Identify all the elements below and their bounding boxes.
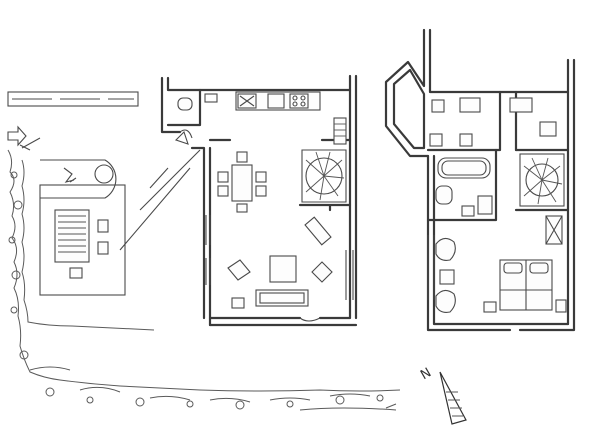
compass-hatch [446,391,463,417]
stove-icon [289,93,309,109]
garden-chair [97,241,109,255]
chair [539,121,557,137]
garden-line [19,137,41,151]
appliance-icon [267,93,285,109]
terrace-lines [119,149,201,251]
bedside-table [483,301,497,313]
bathtub [437,157,491,179]
ground-floor [160,74,358,327]
staircase [301,149,347,203]
garden-table-slats [58,215,86,253]
wall [208,316,358,327]
wall [166,74,352,92]
sink-icon [459,133,473,147]
armchair [227,259,251,281]
dining-chair [217,171,229,183]
wall [384,28,430,158]
armchair [435,289,456,313]
tv-cabinet [304,216,332,246]
dining-table [231,164,253,202]
terrace-paving [39,184,126,296]
compass-letter: N [418,365,434,383]
door-swing [179,129,193,139]
sofa [255,289,309,307]
armchair [311,261,333,283]
wardrobe-cross [545,215,563,245]
wall [426,154,512,332]
sofa-cushion [259,292,305,304]
entrance-arrow-left [7,125,27,147]
entrance-arrow-house [174,130,189,145]
window [345,250,354,300]
pillow [503,262,523,274]
door-swing [299,317,321,322]
upper-floor [384,28,576,332]
pillow [529,262,549,274]
stair-steps [305,151,345,201]
wall [318,88,352,320]
coffee-table [269,255,297,283]
north-compass: N [418,365,467,425]
cabinet [459,97,481,113]
bedside-table [555,299,567,313]
garden-table [54,209,90,263]
bedside-table [431,99,445,113]
window [205,215,211,285]
dining-chair [255,185,267,197]
cabinet [509,97,533,113]
garden-chair [97,219,109,233]
wall [428,28,570,94]
bathtub-inner [441,160,487,176]
sink-icon [204,93,218,103]
dining-chair [236,151,248,163]
wall [432,154,570,326]
side-table [231,297,245,309]
staircase [519,153,565,207]
dining-chair [255,171,267,183]
garden-chair [69,267,83,279]
wall [160,76,182,134]
garden-path-strip [7,91,139,107]
wall [190,146,206,320]
shelf [333,117,347,145]
window [427,235,435,300]
garden-tree-icon [94,164,114,184]
garden-plant-icon [63,167,77,183]
toilet-icon [177,97,193,111]
armchair [435,237,456,261]
bay-window [392,68,426,150]
wall [426,90,502,152]
wall [518,58,576,332]
stair-steps [523,157,563,205]
side-table [439,269,455,285]
toilet-icon [435,185,453,205]
wall [426,148,498,222]
shower-icon [477,195,493,215]
spiral-stair-outline [305,157,343,195]
wall [166,88,202,127]
bidet-icon [461,205,475,217]
stone-border [7,149,401,411]
garden-bench-curved [40,159,117,199]
garden-area [7,91,401,411]
kitchen-sink-cross [239,95,255,107]
spiral-stair-outline [525,163,559,197]
dining-chair [217,185,229,197]
wall [298,203,352,212]
sink-icon [429,133,443,147]
shelf-lines [334,123,346,137]
compass-arrow-icon [439,371,467,425]
dining-chair [236,203,248,213]
